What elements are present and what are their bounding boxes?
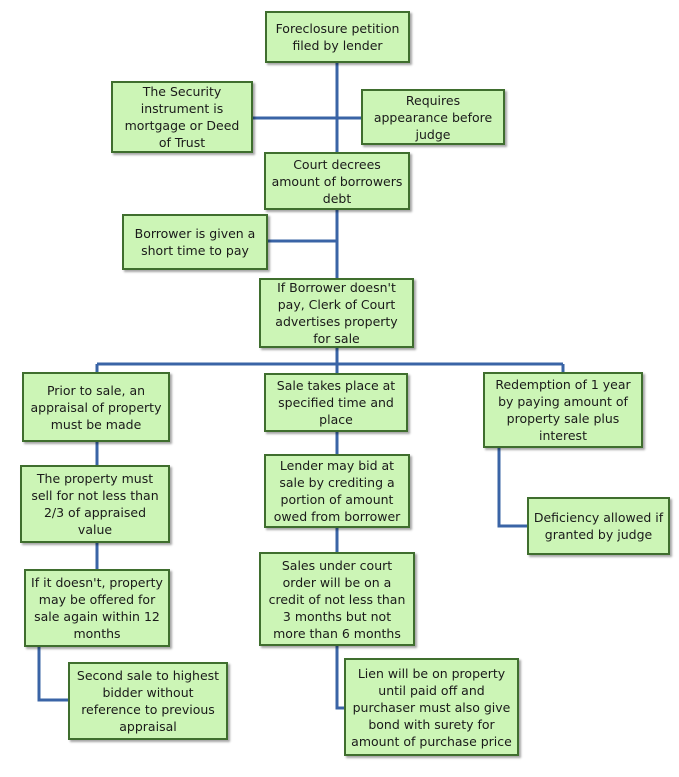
offered-again-box: If it doesn't, property may be offered f… bbox=[24, 569, 170, 647]
mid-elbow bbox=[335, 644, 346, 710]
redemption-box: Redemption of 1 year by paying amount of… bbox=[483, 372, 643, 448]
two-thirds-text: The property must sell for not less than… bbox=[31, 471, 159, 537]
left-elbow bbox=[37, 645, 70, 702]
sale-time-text: Sale takes place at specified time and p… bbox=[276, 378, 396, 427]
second-sale-text: Second sale to highest bidder without re… bbox=[76, 668, 220, 734]
deficiency-box: Deficiency allowed if granted by judge bbox=[527, 497, 670, 555]
security-instrument-text: The Security instrument is mortgage or D… bbox=[124, 84, 240, 150]
deficiency-text: Deficiency allowed if granted by judge bbox=[533, 510, 664, 542]
redemption-text: Redemption of 1 year by paying amount of… bbox=[495, 377, 631, 443]
sale-time-box: Sale takes place at specified time and p… bbox=[264, 373, 408, 432]
lien-box: Lien will be on property until paid off … bbox=[344, 658, 519, 756]
petition-box: Foreclosure petition filed by lender bbox=[265, 11, 410, 63]
offered-again-text: If it doesn't, property may be offered f… bbox=[31, 575, 163, 641]
time-to-pay-text: Borrower is given a short time to pay bbox=[134, 226, 256, 258]
lender-bid-text: Lender may bid at sale by crediting a po… bbox=[273, 458, 401, 524]
lender-bid-box: Lender may bid at sale by crediting a po… bbox=[264, 454, 410, 528]
court-decree-text: Court decrees amount of borrowers debt bbox=[271, 156, 403, 206]
appraisal-text: Prior to sale, an appraisal of property … bbox=[30, 382, 162, 432]
two-thirds-box: The property must sell for not less than… bbox=[20, 465, 170, 543]
appearance-box: Requires appearance before judge bbox=[361, 89, 505, 145]
credit-terms-box: Sales under court order will be on a cre… bbox=[259, 552, 415, 646]
appearance-text: Requires appearance before judge bbox=[373, 92, 493, 142]
security-instrument-box: The Security instrument is mortgage or D… bbox=[111, 81, 253, 153]
second-sale-box: Second sale to highest bidder without re… bbox=[68, 662, 228, 740]
appraisal-box: Prior to sale, an appraisal of property … bbox=[22, 372, 170, 442]
advertise-box: If Borrower doesn't pay, Clerk of Court … bbox=[259, 278, 414, 348]
advertise-text: If Borrower doesn't pay, Clerk of Court … bbox=[275, 280, 398, 346]
right-elbow bbox=[497, 446, 529, 528]
credit-terms-text: Sales under court order will be on a cre… bbox=[268, 557, 406, 641]
lien-text: Lien will be on property until paid off … bbox=[351, 665, 512, 749]
time-to-pay-box: Borrower is given a short time to pay bbox=[122, 214, 268, 270]
court-decree-box: Court decrees amount of borrowers debt bbox=[264, 152, 410, 210]
petition-text: Foreclosure petition filed by lender bbox=[275, 21, 400, 53]
